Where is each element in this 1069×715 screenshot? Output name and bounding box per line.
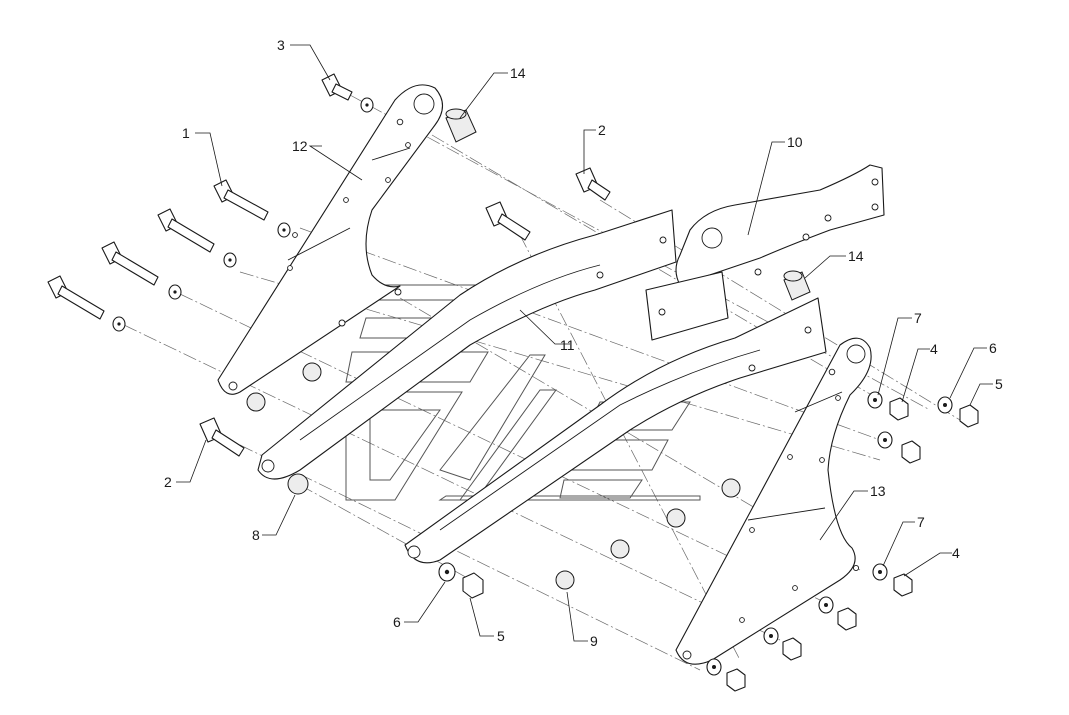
callout-6-right: 6: [989, 340, 997, 356]
inner-bracket-part-11: [257, 209, 677, 480]
bolt-part-2-mid: [485, 201, 531, 241]
callout-4-top: 4: [930, 341, 938, 357]
bolt-part-3: [321, 73, 353, 101]
callout-8: 8: [252, 527, 260, 543]
callout-9: 9: [590, 633, 598, 649]
callout-13: 13: [870, 483, 886, 499]
callout-labels: 3 1 12 14 2 10 14 11 7 4 6 5 13 7 4 2 8 …: [164, 37, 1003, 649]
bolt-part-1-b: [157, 208, 215, 253]
right-plate-part-13: [675, 337, 872, 665]
callout-1: 1: [182, 125, 190, 141]
callout-5-bottom: 5: [497, 628, 505, 644]
callout-7-bottom: 7: [917, 514, 925, 530]
washers-and-nuts: [112, 97, 979, 692]
bolt-part-1-c: [101, 241, 159, 286]
callout-14-top: 14: [510, 65, 526, 81]
callout-2-top: 2: [598, 122, 606, 138]
callout-10: 10: [787, 134, 803, 150]
bolt-part-2-low: [199, 417, 245, 457]
callout-5-right: 5: [995, 376, 1003, 392]
callout-11: 11: [560, 337, 575, 353]
bolt-part-2-top: [575, 167, 611, 201]
callout-14-right: 14: [848, 248, 864, 264]
offset-plate: [645, 271, 729, 341]
bolt-part-1-a: [213, 179, 269, 221]
lower-bracket: [404, 297, 827, 564]
callout-2-bottom: 2: [164, 474, 172, 490]
callout-7-top: 7: [914, 310, 922, 326]
upper-bracket-part-10: [675, 164, 885, 286]
callout-12: 12: [292, 138, 308, 154]
callout-3: 3: [277, 37, 285, 53]
bushings: [246, 108, 811, 590]
bolt-part-1-d: [47, 275, 105, 320]
callout-4-bottom: 4: [952, 545, 960, 561]
callout-6-bottom: 6: [393, 614, 401, 630]
bolts: [47, 73, 611, 457]
left-plate-part-12: [217, 84, 444, 395]
leader-lines: [176, 44, 993, 642]
